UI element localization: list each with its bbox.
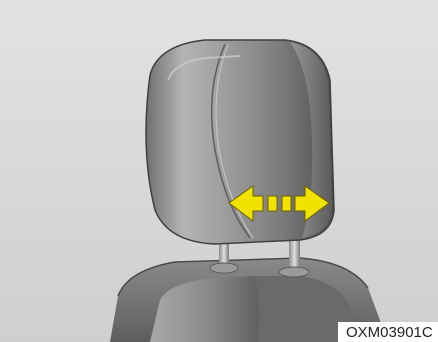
figure-code-label: OXM03901C [338, 322, 438, 342]
